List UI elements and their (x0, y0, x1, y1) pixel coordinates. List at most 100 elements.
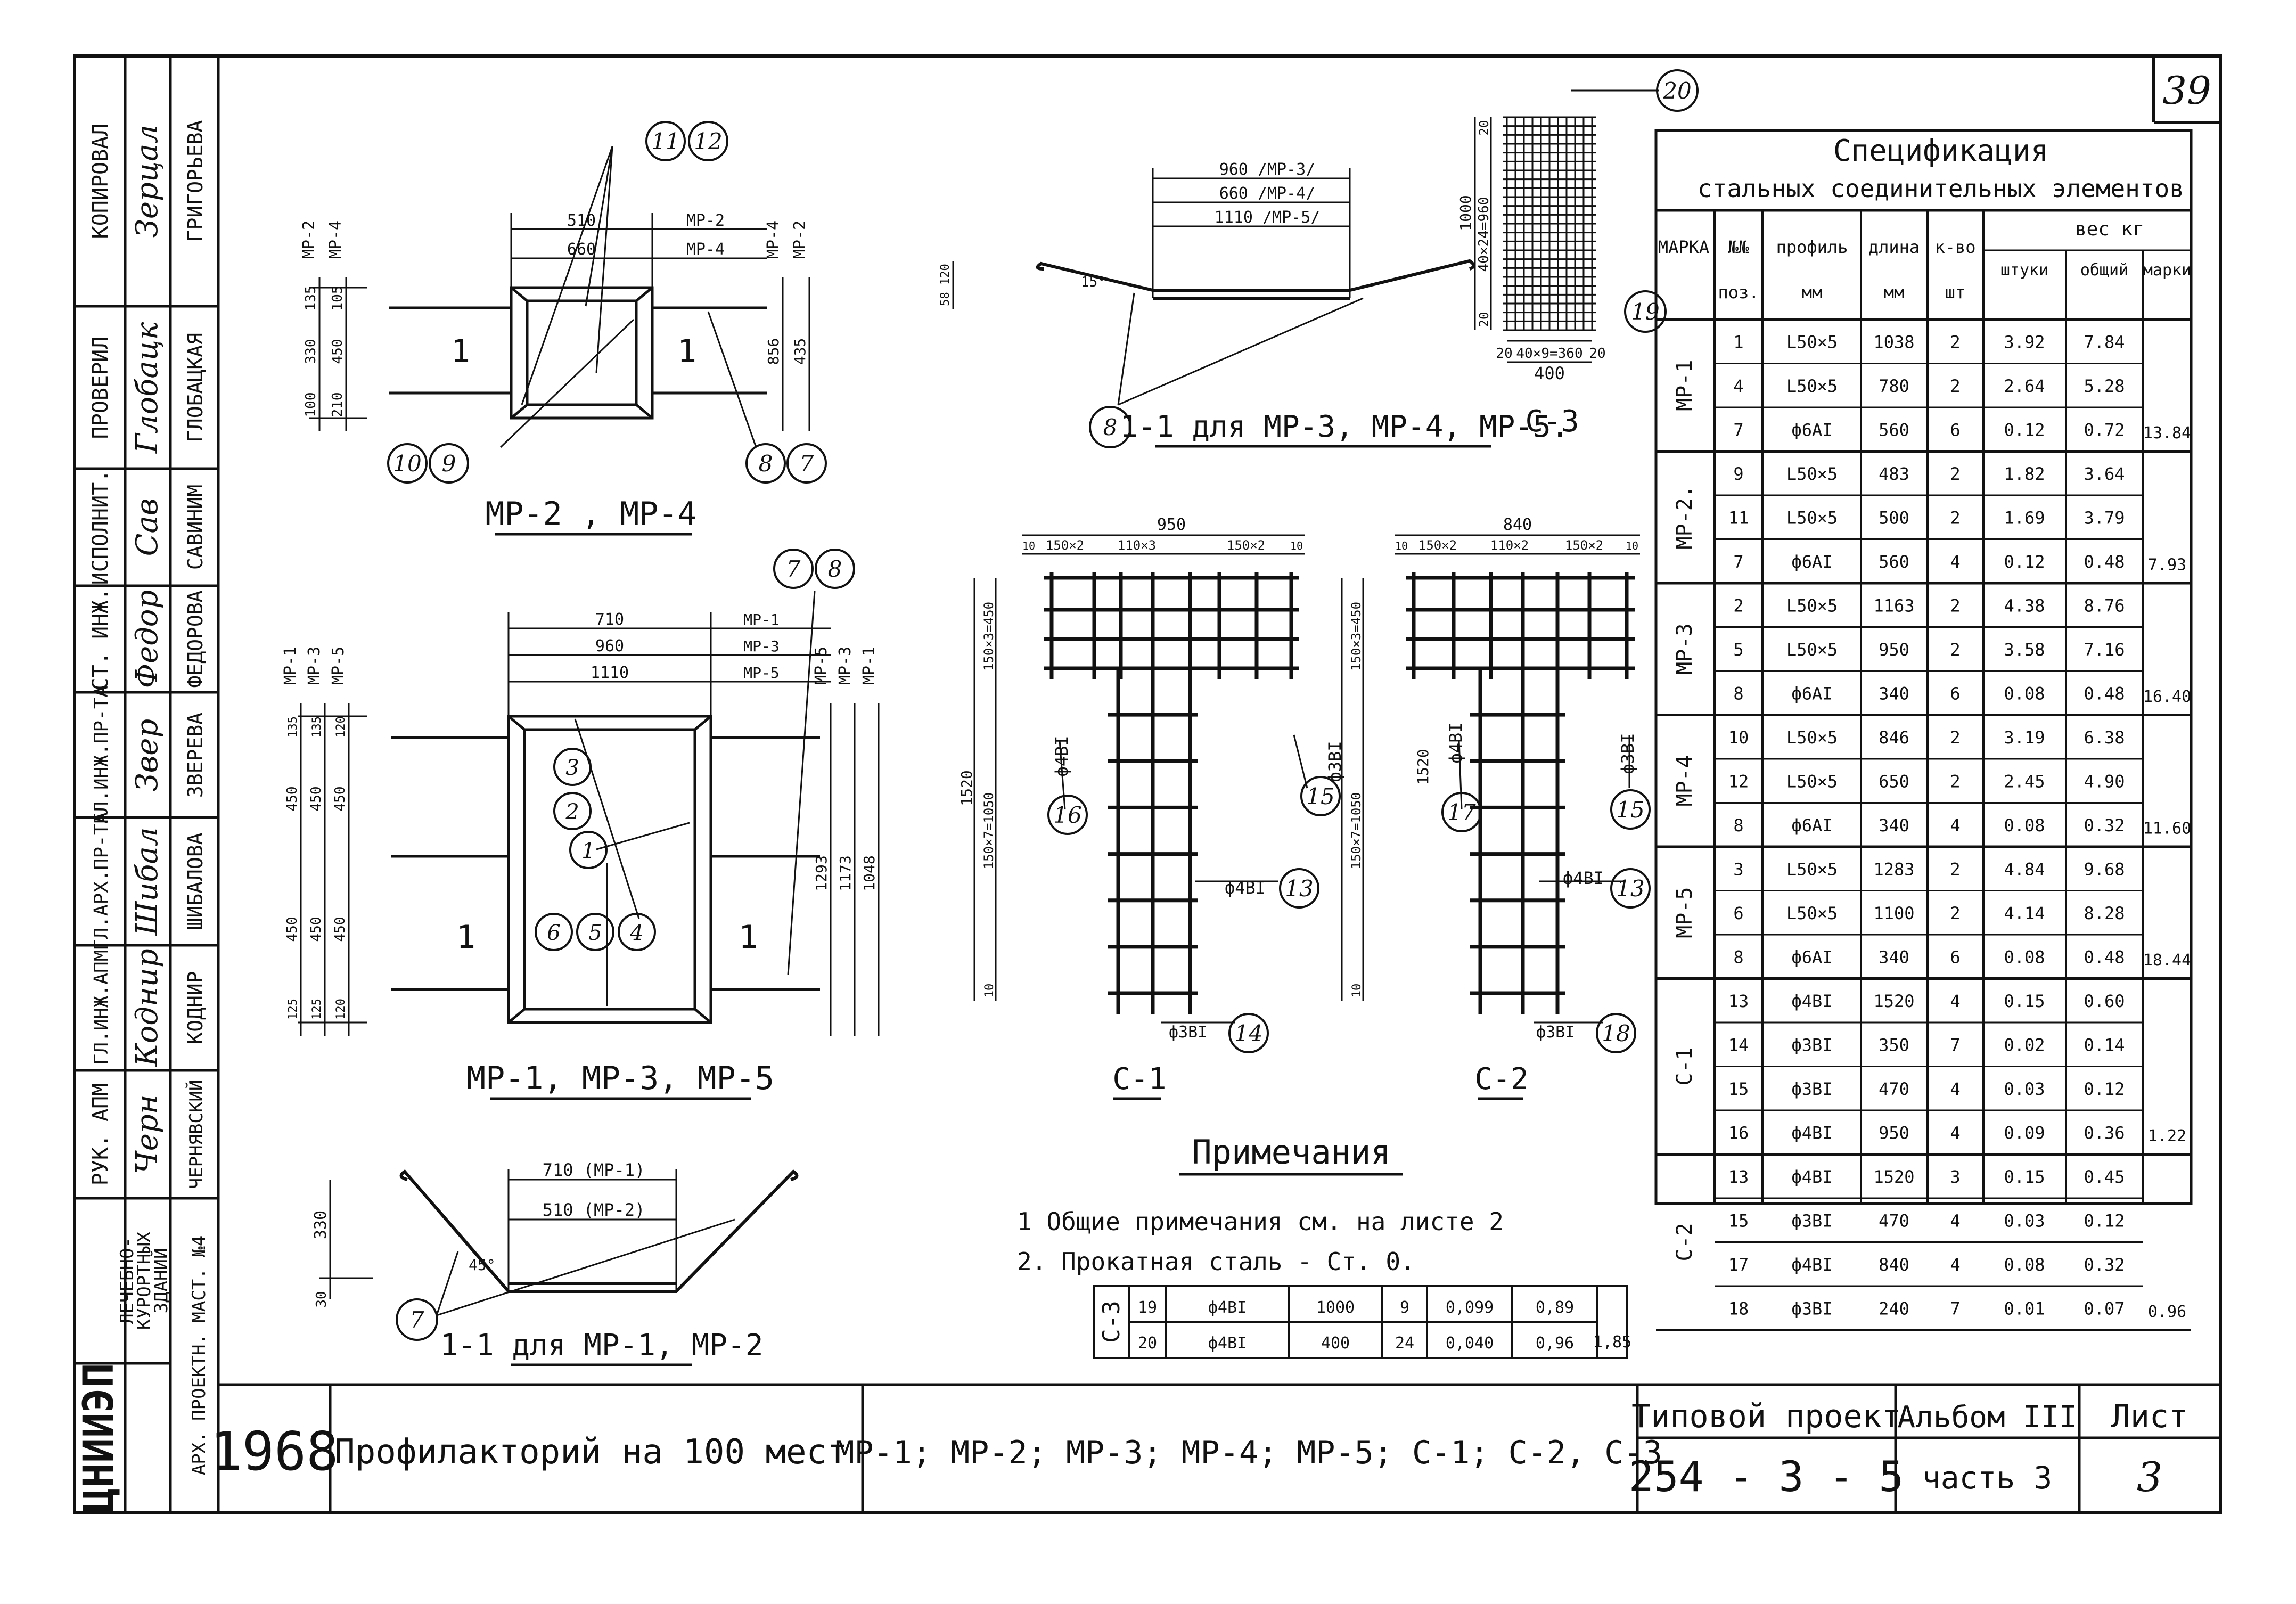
c2-dim-left-1: 150×3=450 (1349, 602, 1364, 671)
mesh-c2-grid (1406, 572, 1635, 1014)
svg-text:14: 14 (1234, 1020, 1262, 1046)
spec-cell: 12 (1728, 772, 1749, 792)
spec-header-pos-2: поз. (1718, 282, 1759, 302)
spec-cell: 0.08 (2004, 1255, 2045, 1275)
stamp-signature-5: Звер (130, 719, 165, 791)
spec-cell: 2 (1950, 903, 1960, 923)
stamp-role-1: КОПИРОВАЛ (88, 124, 113, 239)
svg-text:13: 13 (1616, 875, 1644, 902)
callout-8-mr24: 8 (745, 443, 786, 484)
mr135-dim-710: 710 (595, 610, 624, 629)
svg-text:10: 10 (393, 451, 421, 477)
callout-20: 20 (1656, 69, 1699, 112)
c1-rebar-label-3: ф3ВI (1169, 1023, 1207, 1042)
spec-cell: L50×5 (1786, 332, 1838, 353)
c2-dim-left-2: 1520 (1414, 749, 1432, 784)
spec-cell: 2.45 (2004, 772, 2045, 792)
specification-table: Спецификация стальных соединительных эле… (1654, 129, 2193, 1331)
stamp-role-9: АРХ. ПРОЕКТН. МАСТ. №4 (188, 1235, 210, 1475)
mesh-c3-grid (1503, 116, 1596, 331)
svg-text:11: 11 (651, 128, 679, 154)
spec-cell: L50×5 (1786, 640, 1838, 660)
c1-side-label: ф3ВI (1325, 741, 1345, 782)
svg-text:6: 6 (547, 921, 560, 945)
spec-cell: 14 (1728, 1035, 1749, 1055)
spec-cell: 0.07 (2084, 1299, 2125, 1319)
c3-table-mark: С-3 (1098, 1300, 1125, 1343)
spec-cell: 8 (1733, 947, 1743, 968)
spec-cell: 0.03 (2004, 1079, 2045, 1099)
mr135-dim-left-1: 450 (284, 787, 300, 812)
spec-cell: L50×5 (1786, 464, 1838, 484)
spec-header-weight: вес кг (2075, 218, 2144, 240)
spec-cell: 0.15 (2004, 991, 2045, 1011)
spec-cell: 7.84 (2084, 332, 2125, 353)
spec-cell: 2 (1950, 860, 1960, 880)
stamp-signature-2: Глобацк (130, 322, 165, 454)
callout-7-mr135: 7 (773, 549, 814, 589)
mr135-mark-right-1: МР-5 (812, 646, 831, 685)
title-typical-label: Типовой проект (1631, 1398, 1901, 1435)
mr24-mark-top-2: МР-4 (686, 240, 725, 259)
spec-cell: 7 (1733, 552, 1743, 572)
mr135-dim-1110: 1110 (591, 664, 629, 682)
svg-text:3: 3 (565, 756, 579, 780)
c3-dim-left-2: 40×24=960 (1476, 197, 1492, 272)
sec11a-base: 30 (314, 1291, 330, 1307)
drawing-mr2-mr4: 510 660 МР-2 МР-4 МР-2 МР-4 МР-4 МР-2 13… (300, 146, 810, 536)
title-project-name: Профилакторий на 100 мест (334, 1433, 847, 1472)
stamp-signature-1: Зерцал (130, 125, 165, 238)
c3-dim-width: 400 (1534, 363, 1565, 383)
callout-7-section: 7 (396, 1298, 438, 1341)
stamp-signature-7: Коднир (130, 948, 165, 1067)
spec-cell: ф4ВI (1791, 1255, 1832, 1275)
spec-cell: ф6АI (1791, 420, 1832, 440)
title-sheet-label: Лист (2111, 1398, 2188, 1435)
mr24-dim-left-b-1: 105 (330, 286, 346, 311)
spec-cell: ф6АI (1791, 947, 1832, 968)
svg-text:7: 7 (410, 1307, 424, 1333)
spec-header-qty-2: шт (1945, 282, 1966, 302)
svg-text:8: 8 (1103, 414, 1118, 440)
stamp-role-2: ПРОВЕРИЛ (88, 337, 113, 439)
callout-8-mr135: 8 (815, 549, 855, 589)
spec-cell: ф4ВI (1791, 1167, 1832, 1187)
left-stamp: КОПИРОВАЛ ПРОВЕРИЛ ИСПОЛНИТ. СТ. ИНЖ. ГЛ… (75, 56, 220, 1513)
spec-cell: 0.32 (2084, 1255, 2125, 1275)
stamp-role-3: ИСПОЛНИТ. (88, 470, 113, 585)
stamp-org-line-3: ЗДАНИЙ (150, 1248, 172, 1314)
svg-text:7: 7 (786, 556, 801, 582)
spec-cell: 1283 (1873, 860, 1914, 880)
spec-cell: 0.48 (2084, 552, 2125, 572)
spec-cell: 0.12 (2084, 1079, 2125, 1099)
mr24-mark-right-1: МР-4 (764, 220, 783, 259)
spec-cell: 3.79 (2084, 508, 2125, 528)
spec-cell: 4 (1950, 1255, 1960, 1275)
spec-cell: 1100 (1873, 903, 1914, 923)
svg-text:2: 2 (565, 800, 579, 824)
spec-cell: 6 (1950, 684, 1960, 704)
notes-item-1: 1 Общие примечания см. на листе 2 (1017, 1207, 1504, 1236)
c2-rebar-label-3: ф4ВI (1563, 868, 1604, 888)
spec-header-weight-piece: штуки (2000, 261, 2048, 280)
spec-cell: 340 (1879, 815, 1909, 836)
sec11b-angle: 15° (1081, 274, 1106, 290)
sec11a-height: 330 (311, 1210, 330, 1239)
notes-title: Примечания (1192, 1133, 1390, 1172)
stamp-role-4: СТ. ИНЖ. (88, 588, 113, 691)
mr24-dim-left-a-1: 135 (303, 286, 319, 311)
mr135-dim-left-2: 450 (308, 787, 324, 812)
callout-10: 10 (387, 443, 428, 484)
spec-cell: ф3ВI (1791, 1035, 1832, 1055)
spec-cell: 470 (1879, 1079, 1909, 1099)
stamp-org-line-1: ЛЕЧЕБНО- (117, 1237, 138, 1324)
spec-cell: 1038 (1873, 332, 1914, 353)
c3-dim-bottom-1: 20 (1496, 346, 1512, 362)
c3-table-cell: 0,89 (1536, 1298, 1574, 1317)
mr135-mark-left-3: МР-5 (329, 646, 348, 685)
spec-cell: 560 (1879, 552, 1909, 572)
spec-cell: 4.14 (2004, 903, 2045, 923)
mr135-dim-left-small-4: 125 (286, 999, 300, 1020)
stamp-role-8: РУК. АПМ (88, 1083, 113, 1186)
